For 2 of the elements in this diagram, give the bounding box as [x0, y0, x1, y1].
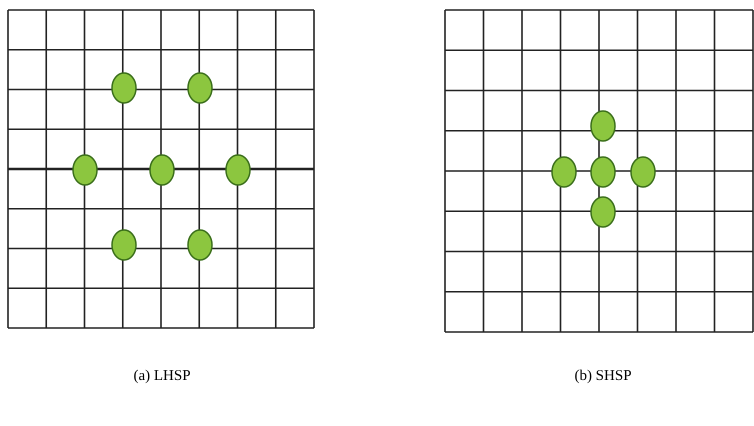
figure-caption: (b) SHSP — [574, 368, 632, 385]
figure-caption: (a) LHSP — [133, 368, 191, 385]
